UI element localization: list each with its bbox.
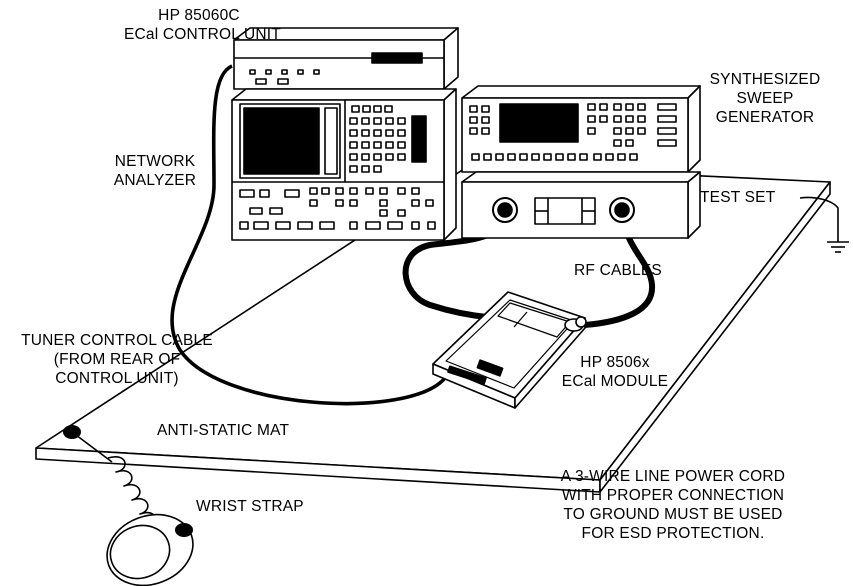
- power-cord-note: A 3-WIRE LINE POWER CORD WITH PROPER CON…: [560, 468, 786, 542]
- wrist-strap-label: WRIST STRAP: [196, 498, 304, 515]
- test-set: [461, 171, 701, 239]
- control-unit-label: HP 85060C ECal CONTROL UNIT: [124, 7, 281, 43]
- sweep-generator-label: SYNTHESIZED SWEEP GENERATOR: [709, 71, 821, 126]
- network-analyzer-label: NETWORK ANALYZER: [113, 153, 197, 189]
- tuner-control-cable: [170, 64, 447, 406]
- ecal-module: [432, 291, 587, 409]
- tuner-cable-label: TUNER CONTROL CABLE (FROM REAR OF CONTRO…: [21, 332, 213, 387]
- sweep-generator: [461, 85, 701, 173]
- ground-symbol-icon: [799, 196, 849, 253]
- ecal-module-label: HP 8506x ECal MODULE: [561, 354, 669, 390]
- network-analyzer: [231, 88, 457, 241]
- wrist-strap: [63, 425, 194, 586]
- anti-static-mat-label: ANTI-STATIC MAT: [157, 422, 290, 439]
- test-set-label: TEST SET: [700, 189, 776, 206]
- rf-cable-right: [584, 209, 656, 328]
- rf-cables-label: RF CABLES: [574, 262, 662, 279]
